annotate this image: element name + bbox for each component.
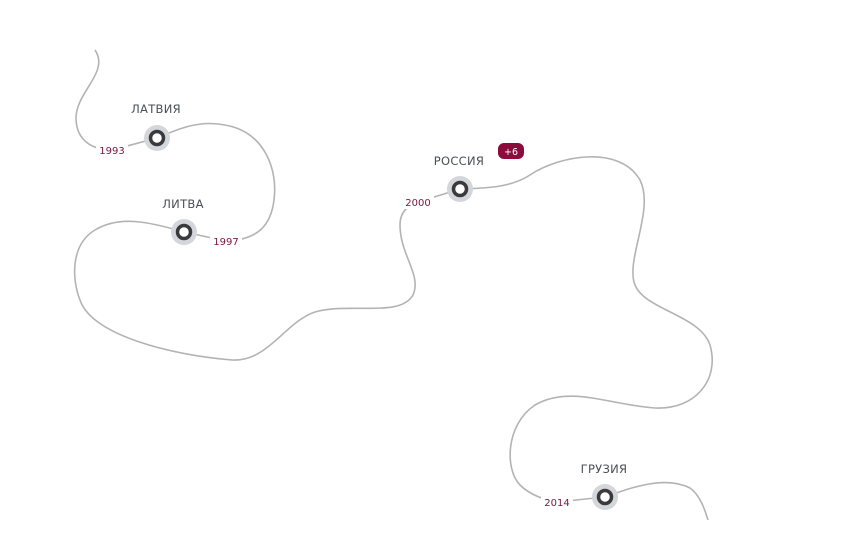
event-year: 2014 xyxy=(544,498,569,509)
timeline-path xyxy=(73,49,713,521)
node-icon[interactable] xyxy=(148,129,166,147)
event-year: 1993 xyxy=(99,146,124,157)
more-badge[interactable] xyxy=(498,143,524,159)
node-icon[interactable] xyxy=(596,488,614,506)
event-country: РОССИЯ xyxy=(434,154,484,168)
event-country: ЛАТВИЯ xyxy=(131,102,181,116)
event-year: 2000 xyxy=(405,198,430,209)
node-icon[interactable] xyxy=(175,223,193,241)
event-lithuania[interactable]: 1997 ЛИТВА xyxy=(162,197,242,248)
event-year: 1997 xyxy=(213,237,238,248)
event-latvia[interactable]: 1993 ЛАТВИЯ xyxy=(96,102,181,157)
more-badge-count: +6 xyxy=(504,147,518,158)
event-country: ЛИТВА xyxy=(162,197,204,211)
node-icon[interactable] xyxy=(451,180,469,198)
event-georgia[interactable]: 2014 ГРУЗИЯ xyxy=(541,462,627,510)
event-country: ГРУЗИЯ xyxy=(581,462,628,476)
event-russia[interactable]: 2000 РОССИЯ +6 xyxy=(402,143,524,209)
